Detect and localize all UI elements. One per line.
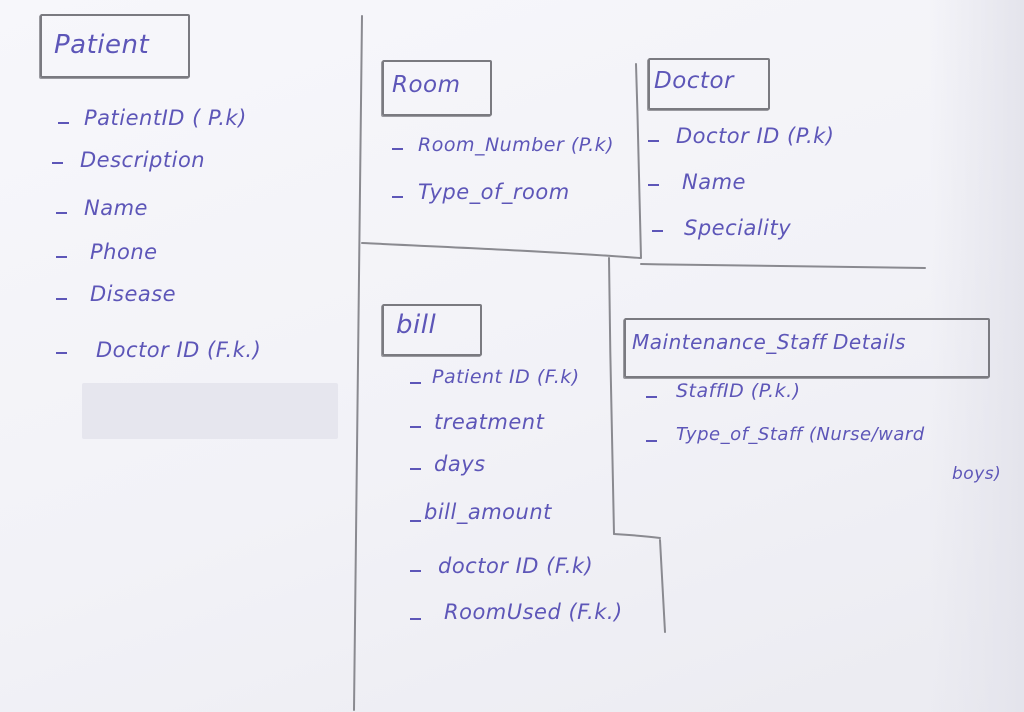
divider-bill-edge xyxy=(659,539,666,633)
patient-field-disease: Disease xyxy=(90,282,177,306)
page-edge-shadow xyxy=(930,0,1024,712)
bullet-dash xyxy=(410,382,421,384)
bill-title: bill xyxy=(396,310,437,340)
bill-title-box xyxy=(382,304,482,356)
bill-field-patient-id: Patient ID (F.k) xyxy=(432,366,580,388)
bullet-dash xyxy=(648,184,659,186)
bullet-dash xyxy=(410,468,421,470)
bullet-dash xyxy=(410,520,421,522)
doctor-title: Doctor xyxy=(654,68,734,94)
bill-field-bill-amount: bill_amount xyxy=(424,500,552,524)
bill-field-days: days xyxy=(434,452,486,476)
bill-field-room-used: RoomUsed (F.k.) xyxy=(444,600,623,624)
bullet-dash xyxy=(646,396,657,398)
bullet-dash xyxy=(56,256,67,258)
patient-field-name: Name xyxy=(84,196,148,220)
bullet-dash xyxy=(56,352,67,354)
bullet-dash xyxy=(56,212,67,214)
bullet-dash xyxy=(52,162,63,164)
bullet-dash xyxy=(392,196,403,198)
room-title-box xyxy=(382,60,492,116)
doctor-field-id: Doctor ID (P.k) xyxy=(676,124,835,148)
divider-bill-right xyxy=(608,257,615,535)
patient-field-id: PatientID ( P.k) xyxy=(84,106,247,130)
patient-title: Patient xyxy=(54,30,150,60)
bullet-dash xyxy=(652,230,663,232)
doctor-title-box xyxy=(648,58,770,110)
maintenance-field-type-cont: boys) xyxy=(952,464,1002,484)
maintenance-field-type: Type_of_Staff (Nurse/ward xyxy=(676,424,925,445)
smudge-mark xyxy=(82,383,338,439)
bullet-dash xyxy=(410,618,421,620)
bullet-dash xyxy=(410,570,421,572)
bill-field-doctor-id: doctor ID (F.k) xyxy=(438,554,594,578)
bullet-dash xyxy=(392,148,403,150)
doctor-field-speciality: Speciality xyxy=(684,216,792,240)
patient-field-doctor-id: Doctor ID (F.k.) xyxy=(96,338,262,362)
divider-doctor-bottom xyxy=(640,263,926,269)
room-field-type: Type_of_room xyxy=(418,180,570,204)
patient-field-description: Description xyxy=(80,148,206,172)
divider-room-doctor xyxy=(635,63,642,259)
divider-bill-bottom xyxy=(613,533,661,539)
bullet-dash xyxy=(56,298,67,300)
bullet-dash xyxy=(646,440,657,442)
maintenance-field-staff-id: StaffID (P.k.) xyxy=(676,380,801,402)
doctor-field-name: Name xyxy=(682,170,746,194)
divider-main-vertical xyxy=(353,15,363,711)
room-field-number: Room_Number (P.k) xyxy=(418,134,615,156)
room-title: Room xyxy=(392,72,461,98)
bullet-dash xyxy=(58,122,69,124)
bullet-dash xyxy=(410,426,421,428)
divider-room-bottom xyxy=(361,242,641,259)
patient-title-box xyxy=(40,14,190,78)
bill-field-treatment: treatment xyxy=(434,410,545,434)
maintenance-title-box xyxy=(624,318,990,378)
bullet-dash xyxy=(648,140,659,142)
maintenance-title: Maintenance_Staff Details xyxy=(632,330,906,354)
patient-field-phone: Phone xyxy=(90,240,158,264)
